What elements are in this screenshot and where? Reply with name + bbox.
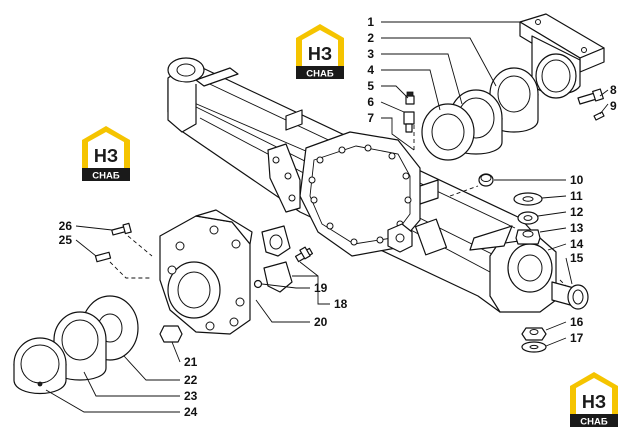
logo-top-text: НЗ	[308, 44, 332, 64]
bolt-19	[294, 246, 314, 263]
label-6: 6	[367, 95, 374, 109]
label-24: 24	[184, 405, 198, 419]
nut-21	[159, 325, 183, 343]
logo-bottom-text: СНАБ	[580, 417, 608, 428]
logo-top-text: НЗ	[582, 392, 606, 412]
screw-9	[593, 111, 605, 121]
leader-lines	[45, 21, 609, 413]
nipple-6	[403, 111, 415, 133]
label-14: 14	[570, 237, 584, 251]
label-18: 18	[334, 297, 348, 311]
plug-10	[478, 173, 494, 187]
part-labels: 1 2 3 4 5 6 7 8 9 10 11 12 13 14 15 16 1…	[59, 15, 617, 419]
label-13: 13	[570, 221, 584, 235]
label-26: 26	[59, 219, 73, 233]
label-3: 3	[367, 47, 374, 61]
label-25: 25	[59, 233, 73, 247]
sleeve-24	[13, 337, 67, 395]
label-19: 19	[314, 281, 328, 295]
brand-logo-1: НЗ СНАБ	[296, 24, 344, 80]
label-23: 23	[184, 389, 198, 403]
seal-15	[551, 281, 589, 310]
pin-20	[253, 279, 263, 289]
screw-26	[111, 222, 132, 236]
label-7: 7	[367, 111, 374, 125]
label-21: 21	[184, 355, 198, 369]
carrier-housing	[159, 209, 253, 335]
label-20: 20	[314, 315, 328, 329]
nut-16	[521, 327, 547, 341]
bushing-23	[53, 311, 107, 381]
label-16: 16	[570, 315, 584, 329]
label-5: 5	[367, 79, 374, 93]
dowel-25	[94, 251, 112, 263]
label-4: 4	[367, 63, 374, 77]
brand-logo-2: НЗ СНАБ	[82, 126, 130, 182]
logo-top-text: НЗ	[94, 146, 118, 166]
logo-bottom-text: СНАБ	[92, 171, 120, 182]
grease-fitting-5	[405, 91, 415, 105]
label-9: 9	[610, 99, 617, 113]
label-8: 8	[610, 83, 617, 97]
brand-logo-3: НЗ СНАБ	[570, 372, 618, 428]
label-1: 1	[367, 15, 374, 29]
axle-housing	[167, 57, 575, 313]
label-10: 10	[570, 173, 584, 187]
washer-4	[421, 103, 475, 161]
label-15: 15	[570, 251, 584, 265]
bearing-cap-18	[261, 225, 293, 293]
label-12: 12	[570, 205, 584, 219]
bushing-2	[489, 67, 539, 133]
washer-17	[521, 341, 547, 353]
label-17: 17	[570, 331, 584, 345]
bolt-8	[577, 88, 604, 105]
logo-bottom-text: СНАБ	[306, 69, 334, 80]
washer-12	[517, 211, 539, 225]
label-11: 11	[570, 189, 583, 203]
washer-11	[513, 192, 543, 206]
label-22: 22	[184, 373, 198, 387]
nut-13	[515, 229, 541, 245]
label-2: 2	[367, 31, 374, 45]
